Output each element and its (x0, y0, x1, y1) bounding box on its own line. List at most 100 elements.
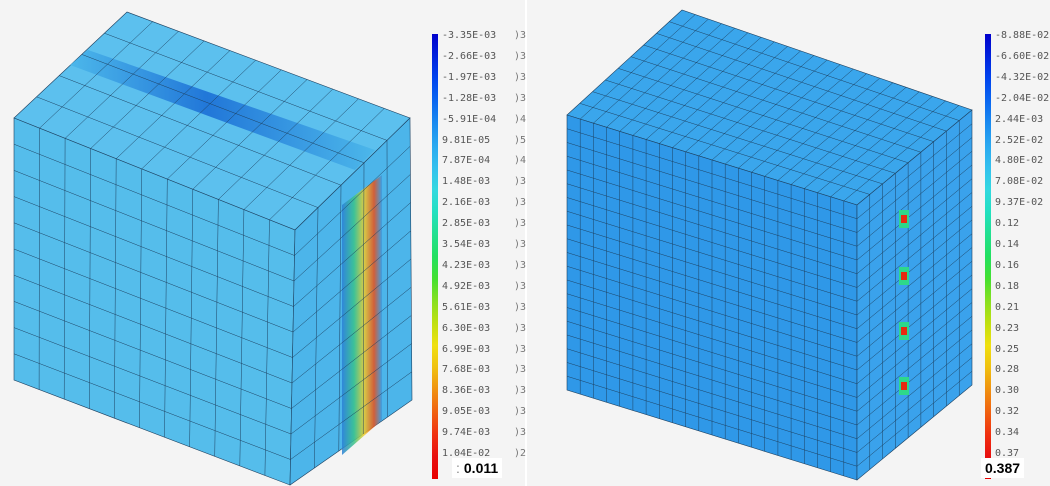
legend-tick-suffix: )3 (514, 301, 527, 313)
top-mesh-line (192, 79, 308, 190)
stress-hotspot-core (901, 215, 907, 223)
front-mesh-line (566, 142, 858, 233)
side-mesh-line (856, 302, 973, 398)
top-mesh-line (593, 18, 709, 124)
top-mesh-line (685, 50, 801, 153)
legend-tick-suffix: )5 (514, 134, 527, 146)
top-mesh-line (790, 87, 907, 185)
legend-tick-label: 9.37E-02 (995, 197, 1044, 209)
front-mesh-line (566, 321, 858, 412)
legend-tick-suffix: )3 (514, 218, 527, 230)
side-mesh-line (856, 219, 973, 316)
top-mesh-line (90, 40, 205, 149)
top-mesh-line (830, 100, 946, 198)
side-mesh-line (856, 123, 973, 219)
left-colorbar (432, 34, 438, 479)
right-colorbar (985, 34, 991, 479)
legend-tick-suffix: )3 (514, 280, 527, 292)
front-mesh-line (566, 128, 858, 219)
side-mesh-line (293, 202, 411, 307)
front-mesh-line (566, 238, 858, 329)
side-mesh-line (856, 233, 973, 329)
top-mesh-line (580, 14, 696, 120)
front-mesh-line (13, 301, 292, 409)
front-mesh-line (566, 224, 858, 316)
legend-tick-label: 0.28 (995, 364, 1020, 376)
legend-tick-label: -6.60E-02 (995, 50, 1050, 62)
side-mesh-line (856, 274, 973, 371)
legend-tick-label: 0.14 (995, 239, 1020, 250)
legend-tick-suffix: )3 (514, 239, 527, 250)
side-mesh-line (293, 174, 411, 282)
top-mesh-line (764, 77, 880, 177)
legend-tick-label: 0.23 (995, 322, 1020, 334)
top-mesh-line (725, 64, 841, 165)
top-mesh-line (619, 27, 735, 132)
legend-tick-label: 1.48E-03 (442, 176, 491, 188)
front-mesh-line (566, 169, 858, 261)
front-mesh-line (566, 183, 858, 274)
legend-tick-label: 2.52E-02 (995, 134, 1044, 146)
legend-tick-suffix: )3 (514, 30, 527, 41)
legend-tick-suffix: )3 (514, 385, 527, 397)
top-mesh-line (36, 96, 319, 208)
legend-tick-suffix: )2 (514, 448, 527, 459)
legend-tick-label: 3.54E-03 (442, 239, 491, 250)
side-mesh-line (856, 357, 973, 453)
front-mesh-line (566, 307, 858, 398)
legend-tick-suffix: )3 (514, 50, 527, 62)
right-max-value-box: 0.387 (981, 458, 1025, 478)
top-stripe (70, 50, 375, 170)
legend-tick-label: 0.30 (995, 385, 1020, 397)
side-mesh-line (856, 371, 973, 467)
legend-tick-label: -2.66E-03 (442, 50, 497, 62)
legend-tick-label: 9.74E-03 (442, 427, 491, 439)
legend-tick-label: 0.18 (995, 280, 1020, 292)
front-mesh-line (566, 293, 858, 384)
stress-hotspot-core (901, 382, 907, 390)
side-mesh-line (856, 137, 973, 233)
front-mesh-line (566, 197, 858, 288)
legend-tick-suffix: )4 (514, 155, 527, 167)
front-mesh-line (566, 156, 858, 247)
front-mesh-line (566, 279, 858, 371)
top-mesh-line (751, 73, 867, 173)
legend-tick-suffix: )3 (514, 406, 527, 418)
top-mesh-line (698, 55, 814, 157)
legend-tick-label: 0.37 (995, 448, 1020, 459)
front-mesh-line (13, 196, 294, 307)
right-max-value: 0.387 (985, 460, 1021, 476)
side-mesh-line (856, 343, 973, 439)
legend-tick-label: 4.23E-03 (442, 259, 491, 271)
front-mesh-line (13, 353, 291, 460)
top-mesh-line (804, 91, 920, 189)
legend-tick-suffix: )3 (514, 364, 527, 376)
legend-tick-label: -5.91E-04 (442, 113, 497, 125)
legend-tick-label: 0.32 (995, 406, 1020, 418)
legend-tick-label: -4.32E-02 (995, 71, 1050, 83)
left-block-model (13, 11, 413, 486)
legend-tick-label: 7.68E-03 (442, 364, 491, 376)
top-mesh-line (606, 23, 722, 128)
top-mesh-line (81, 54, 365, 164)
side-mesh-line (856, 247, 973, 343)
legend-tick-label: 8.36E-03 (442, 385, 491, 397)
legend-tick-label: -3.35E-03 (442, 30, 497, 41)
side-mesh-line (290, 371, 412, 460)
legend-tick-label: 5.61E-03 (442, 301, 491, 313)
left-max-value-box: :0.011 (452, 458, 503, 478)
legend-tick-label: 0.21 (995, 301, 1020, 313)
top-mesh-line (645, 37, 762, 140)
side-mesh-line (856, 329, 973, 426)
top-mesh-line (104, 32, 388, 141)
side-mesh-line (856, 316, 973, 412)
front-mesh-line (566, 334, 858, 426)
side-mesh-line (856, 288, 973, 384)
legend-tick-label: -1.28E-03 (442, 92, 497, 104)
front-mesh-line (13, 170, 295, 282)
front-mesh-line (13, 327, 292, 435)
side-mesh-line (856, 261, 973, 357)
legend-tick-label: 0.25 (995, 343, 1020, 355)
side-mesh-line (856, 178, 973, 274)
legend-tick-label: 9.05E-03 (442, 406, 491, 418)
